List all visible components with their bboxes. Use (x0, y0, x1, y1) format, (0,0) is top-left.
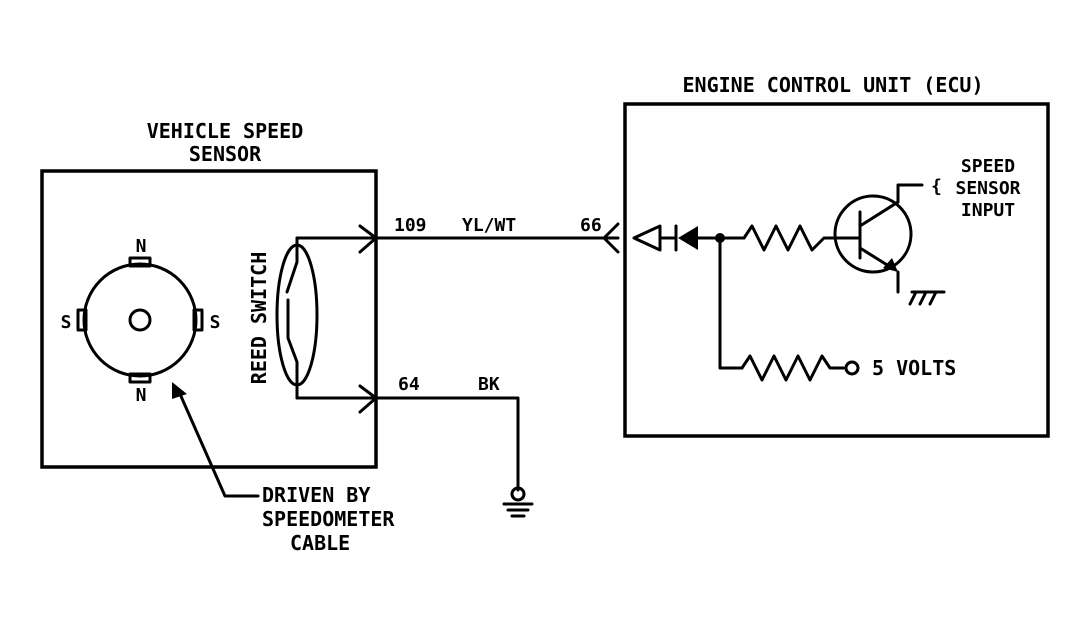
pole-top (128, 256, 152, 268)
driven-by-line2: SPEEDOMETER (262, 507, 395, 531)
input-buffer-triangle (632, 224, 662, 252)
magnet-rotor (76, 256, 204, 384)
driven-by-arrow (172, 382, 260, 498)
pin-64: 64 (398, 374, 420, 395)
wire-color-ground: BK (478, 374, 500, 395)
driven-by-line3: CABLE (290, 531, 350, 555)
supply-terminal (844, 360, 860, 376)
ecu-title: ENGINE CONTROL UNIT (ECU) (682, 73, 983, 97)
reed-switch-label: REED SWITCH (247, 252, 271, 384)
base-resistor (742, 224, 840, 252)
speed-sensor-input-line1: SPEED (961, 156, 1015, 177)
pole-label-right: S (210, 312, 221, 333)
pullup-resistor (740, 354, 846, 382)
sensor-housing (40, 169, 378, 469)
chassis-ground-symbol (908, 290, 946, 306)
sensor-title-line2: SENSOR (189, 142, 262, 166)
pin-66: 66 (580, 215, 602, 236)
sensor-title-line1: VEHICLE SPEED (147, 119, 304, 143)
pole-right (192, 308, 204, 332)
supply-label: 5 VOLTS (872, 356, 956, 380)
speed-sensor-input-line3: INPUT (961, 200, 1015, 221)
wire-color-signal: YL/WT (462, 215, 516, 236)
pole-label-left: S (61, 312, 72, 333)
pin-109: 109 (394, 215, 427, 236)
pullup-lead (718, 236, 744, 370)
pole-bottom (128, 372, 152, 384)
reed-switch (275, 236, 319, 400)
speed-sensor-input-line2: SENSOR (955, 178, 1020, 199)
pole-label-bottom: N (136, 385, 147, 406)
pole-left (76, 308, 88, 332)
driven-by-line1: DRIVEN BY (262, 483, 370, 507)
diode (674, 224, 698, 252)
pole-label-top: N (136, 236, 147, 257)
ground-symbol (502, 486, 534, 518)
ecu-housing (623, 102, 1050, 438)
transistor (833, 183, 924, 294)
ground-wire (374, 396, 520, 492)
connector-66 (602, 222, 620, 254)
brace: { (931, 176, 942, 197)
